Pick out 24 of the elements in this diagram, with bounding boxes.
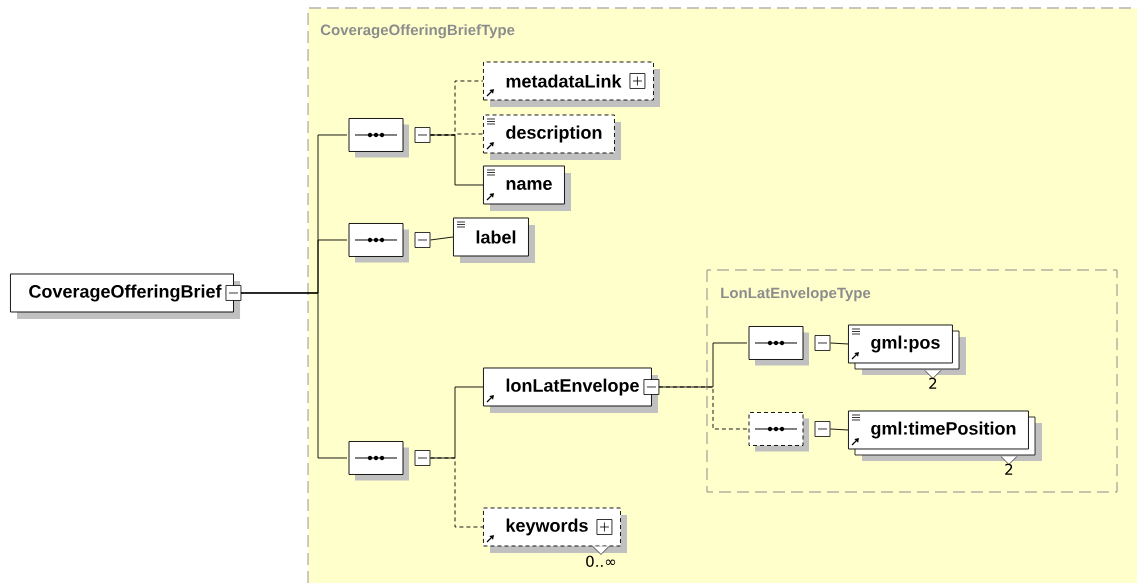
connector: [658, 386, 748, 430]
element-box: gml:pos: [848, 324, 966, 375]
sequence-symbol: [348, 441, 431, 481]
connector: [829, 428, 849, 431]
element-box: lonLatEnvelope: [483, 367, 660, 413]
sequence-symbol: [748, 412, 831, 452]
occurrence-count: 2: [1005, 463, 1013, 475]
element-box: gml:timePosition: [848, 410, 1042, 461]
sequence-symbol: [348, 118, 431, 158]
sequence-symbol: [748, 326, 831, 366]
element-box: CoverageOfferingBrief: [10, 273, 242, 319]
connector: [829, 342, 849, 345]
element-box: label: [453, 217, 536, 263]
element-box: keywords: [483, 507, 628, 553]
occurrence-count: 2: [929, 377, 937, 389]
connector: [429, 457, 484, 528]
occurrence-count: 0..∞: [586, 555, 616, 567]
connector: [429, 236, 454, 241]
element-box: description: [483, 114, 621, 160]
sequence-symbol: [348, 223, 431, 263]
element-box: metadataLink: [483, 61, 661, 107]
connector: [240, 292, 348, 459]
connector: [429, 134, 484, 186]
element-box: name: [483, 165, 572, 211]
